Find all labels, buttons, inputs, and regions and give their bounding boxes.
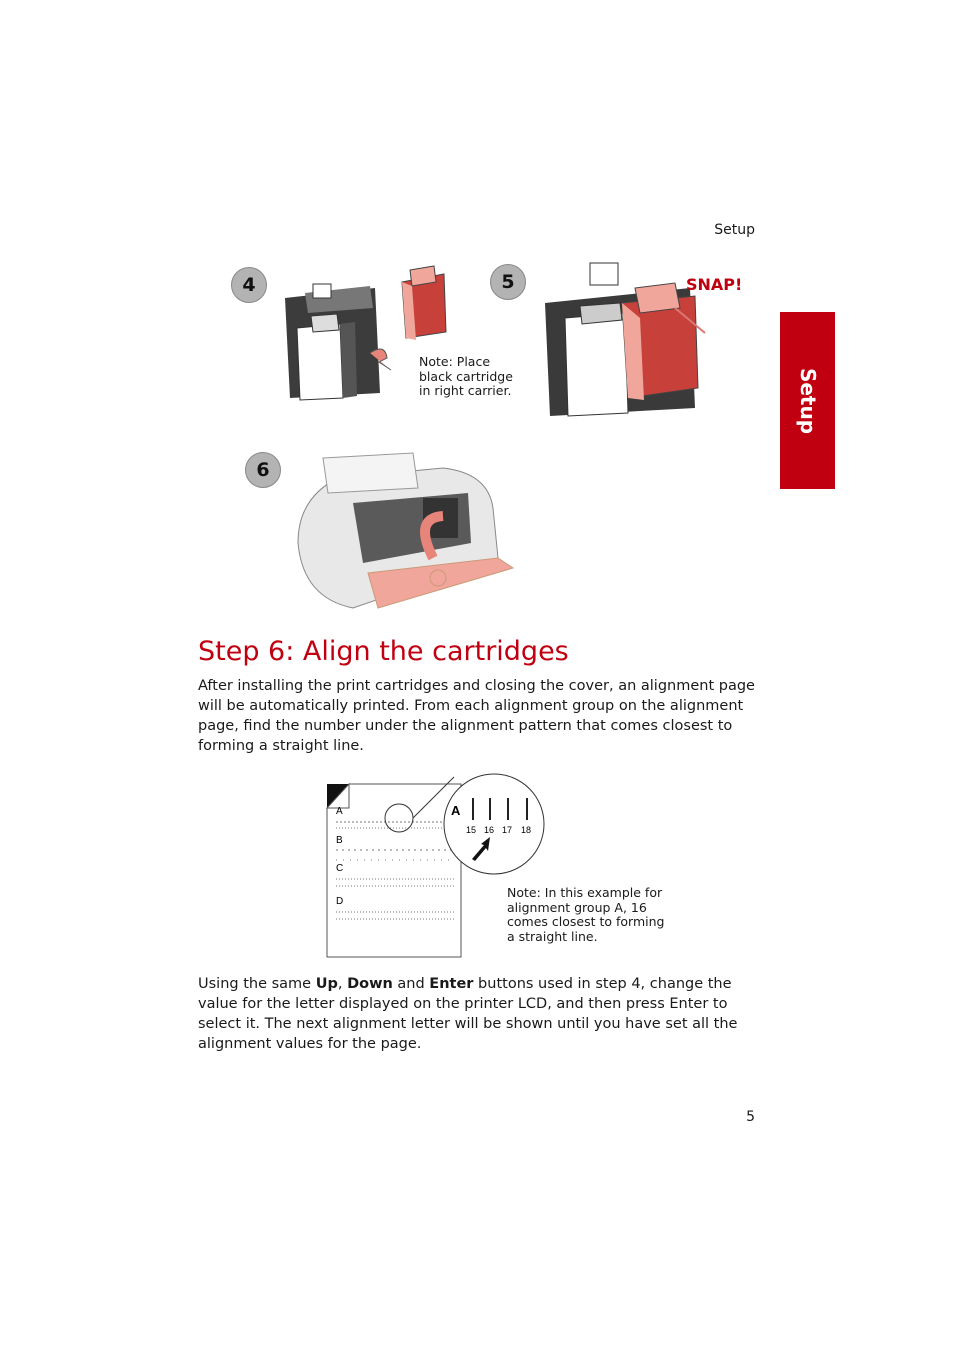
step-4-badge: 4 (231, 267, 267, 303)
alignment-note: Note: In this example for alignment grou… (507, 885, 665, 944)
step-5-badge: 5 (490, 264, 526, 300)
intro-paragraph: After installing the print cartridges an… (198, 678, 755, 754)
page-number: 5 (746, 1109, 755, 1125)
zoom-number-18: 18 (521, 825, 531, 835)
down-button-label: Down (347, 976, 393, 992)
zoom-number-16: 16 (484, 825, 494, 835)
cartridge-snap-illustration (545, 262, 706, 417)
alignment-group-c: C (336, 863, 343, 874)
section-heading: Step 6: Align the cartridges (198, 636, 569, 667)
enter-button-label: Enter (429, 976, 474, 992)
alignment-group-b: B (336, 835, 343, 846)
cartridge-carrier-illustration (285, 283, 392, 401)
pointer-arrow-icon (472, 837, 490, 861)
step-6-badge: 6 (245, 452, 281, 488)
side-tab-label: Setup (795, 367, 820, 434)
zoom-number-17: 17 (502, 825, 512, 835)
alignment-page-illustration: A B C D A 15 16 17 18 (325, 773, 545, 958)
printer-close-cover-illustration (297, 452, 515, 609)
snap-callout: SNAP! (686, 275, 743, 294)
alignment-group-d: D (336, 896, 343, 907)
zoom-group-letter: A (451, 803, 461, 818)
instructions-paragraph: Using the same Up, Down and Enter button… (198, 976, 738, 1052)
running-header: Setup (714, 222, 755, 238)
up-button-label: Up (315, 976, 338, 992)
step-4-note: Note: Place black cartridge in right car… (419, 354, 513, 398)
section-side-tab: Setup (780, 312, 835, 489)
alignment-group-a: A (336, 806, 343, 817)
color-cartridge-illustration (401, 265, 447, 340)
zoom-number-15: 15 (466, 825, 476, 835)
